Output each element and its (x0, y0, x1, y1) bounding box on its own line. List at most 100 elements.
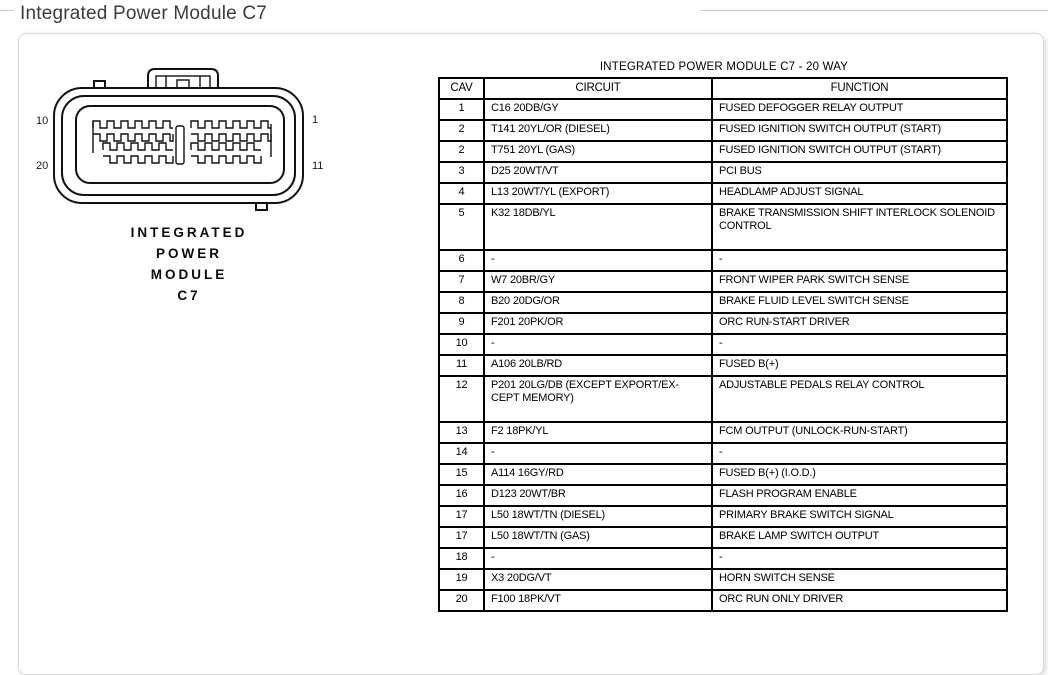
function-cell: PRIMARY BRAKE SWITCH SIGNAL (711, 505, 1008, 528)
table-header-row: CAV CIRCUIT FUNCTION (438, 77, 1008, 100)
function-cell: HORN SWITCH SENSE (711, 568, 1008, 591)
cav-cell: 11 (438, 354, 485, 377)
circuit-cell: - (483, 547, 713, 570)
circuit-cell: F100 18PK/VT (483, 589, 713, 612)
cav-cell: 4 (438, 182, 485, 205)
circuit-cell: K32 18DB/YL (483, 203, 713, 251)
pin-label-10: 10 (36, 115, 48, 127)
circuit-cell: D25 20WT/VT (483, 161, 713, 184)
function-cell: FUSED DEFOGGER RELAY OUTPUT (711, 98, 1008, 121)
circuit-cell: X3 20DG/VT (483, 568, 713, 591)
connector-tab-detail (165, 76, 201, 88)
module-caption: INTEGRATED POWER MODULE C7 (89, 222, 289, 306)
page-title: Integrated Power Module C7 (14, 0, 700, 30)
function-cell: - (711, 442, 1008, 465)
function-cell: HEADLAMP ADJUST SIGNAL (711, 182, 1008, 205)
circuit-cell: T141 20YL/OR (DIESEL) (483, 119, 713, 142)
pinout-table-area: INTEGRATED POWER MODULE C7 - 20 WAY CAV … (438, 61, 1010, 612)
cav-cell: 3 (438, 161, 485, 184)
function-cell: BRAKE TRANSMISSION SHIFT INTERLOCK SOLEN… (711, 203, 1008, 251)
circuit-cell: B20 20DG/OR (483, 291, 713, 314)
cav-cell: 7 (438, 270, 485, 293)
table-title: INTEGRATED POWER MODULE C7 - 20 WAY (599, 61, 849, 73)
connector-tab (147, 68, 219, 89)
circuit-cell: L50 18WT/TN (GAS) (483, 526, 713, 549)
function-cell: - (711, 333, 1008, 356)
pin-label-1: 1 (312, 114, 318, 126)
function-cell: FLASH PROGRAM ENABLE (711, 484, 1008, 507)
cav-cell: 16 (438, 484, 485, 507)
function-cell: ORC RUN ONLY DRIVER (711, 589, 1008, 612)
table-row: 14-- (438, 442, 1008, 465)
module-caption-line: POWER (155, 246, 222, 261)
table-row: 18-- (438, 547, 1008, 570)
cav-cell: 19 (438, 568, 485, 591)
circuit-cell: F2 18PK/YL (483, 421, 713, 444)
circuit-cell: T751 20YL (GAS) (483, 140, 713, 163)
table-row: 6-- (438, 249, 1008, 272)
cav-cell: 5 (438, 203, 485, 251)
pin-label-20: 20 (36, 160, 48, 172)
function-cell: ADJUSTABLE PEDALS RELAY CONTROL (711, 375, 1008, 423)
circuit-cell: - (483, 333, 713, 356)
circuit-cell: P201 20LG/DB (EXCEPT EXPORT/EX-CEPT MEMO… (483, 375, 713, 423)
connector-outer-shell (53, 87, 304, 204)
function-cell: BRAKE FLUID LEVEL SWITCH SENSE (711, 291, 1008, 314)
pin-label-11: 11 (312, 160, 323, 172)
terminal-row (92, 120, 173, 129)
cav-cell: 8 (438, 291, 485, 314)
terminal-row (93, 133, 174, 142)
connector-drawing: 10 1 20 11 (36, 68, 323, 211)
connector-tab-inner (155, 75, 211, 89)
terminal-row (103, 155, 174, 164)
column-header-circuit: CIRCUIT (483, 77, 713, 100)
connector-tab-key (176, 79, 190, 89)
terminal-row (102, 142, 173, 151)
function-cell: FCM OUTPUT (UNLOCK-RUN-START) (711, 421, 1008, 444)
circuit-cell: A114 16GY/RD (483, 463, 713, 486)
function-cell: - (711, 249, 1008, 272)
function-cell: FUSED IGNITION SWITCH OUTPUT (START) (711, 140, 1008, 163)
cav-cell: 1 (438, 98, 485, 121)
cav-cell: 2 (438, 140, 485, 163)
column-header-function: FUNCTION (711, 77, 1008, 100)
cav-cell: 13 (438, 421, 485, 444)
function-cell: FUSED IGNITION SWITCH OUTPUT (START) (711, 119, 1008, 142)
connector-face (75, 105, 285, 184)
cav-cell: 18 (438, 547, 485, 570)
circuit-cell: C16 20DB/GY (483, 98, 713, 121)
connector-mid-shell (61, 95, 296, 196)
terminal-row (191, 155, 262, 164)
function-cell: ORC RUN-START DRIVER (711, 312, 1008, 335)
cav-cell: 17 (438, 505, 485, 528)
center-key-bar (175, 125, 185, 165)
circuit-cell: D123 20WT/BR (483, 484, 713, 507)
content-panel: 10 1 20 11 INTEGRATED POWER MODULE C7 IN… (18, 33, 1044, 675)
function-cell: FRONT WIPER PARK SWITCH SENSE (711, 270, 1008, 293)
circuit-cell: F201 20PK/OR (483, 312, 713, 335)
terminal-row (190, 142, 261, 151)
circuit-cell: - (483, 442, 713, 465)
cav-cell: 6 (438, 249, 485, 272)
cav-cell: 14 (438, 442, 485, 465)
function-cell: BRAKE LAMP SWITCH OUTPUT (711, 526, 1008, 549)
function-cell: - (711, 547, 1008, 570)
connector-notch-top-left (93, 80, 106, 89)
module-caption-line: INTEGRATED (130, 225, 248, 240)
terminal-row (190, 120, 271, 129)
